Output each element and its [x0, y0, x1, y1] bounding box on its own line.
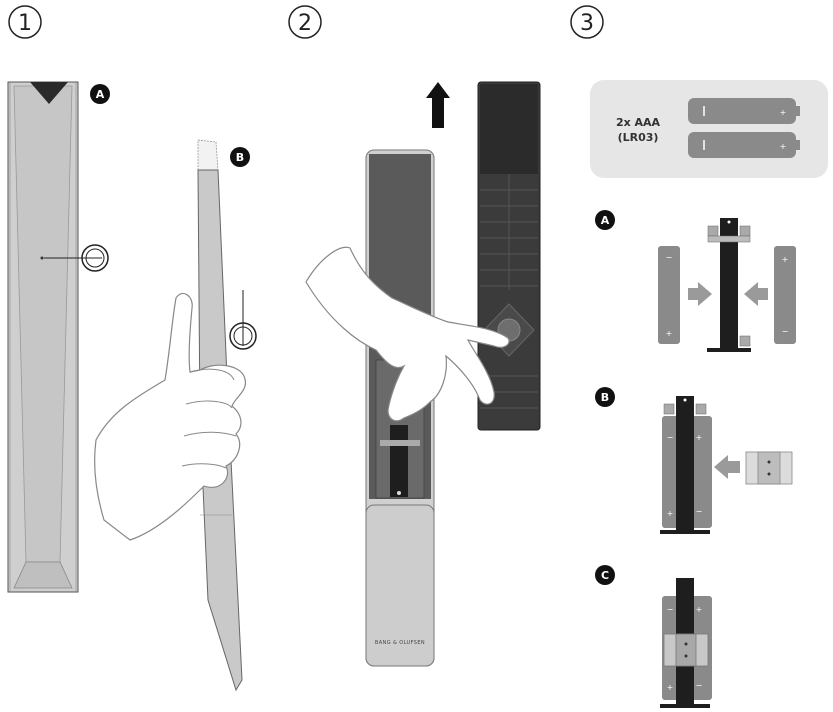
step-2-number: 2 — [298, 11, 312, 36]
battery-icon: + — [688, 132, 800, 158]
step-1-number: 1 — [18, 11, 32, 36]
svg-text:−: − — [696, 507, 703, 516]
battery-left: − + — [658, 246, 680, 344]
battery-clip — [745, 451, 793, 485]
arrow-left-icon — [714, 455, 740, 479]
side-sensor-callout — [229, 290, 257, 350]
svg-text:−: − — [782, 327, 789, 336]
badge-c-label: C — [601, 569, 609, 582]
hand-pinching-remote — [305, 246, 510, 422]
svg-text:+: + — [667, 509, 674, 518]
svg-text:+: + — [667, 683, 674, 692]
remote-front-view — [7, 81, 79, 593]
arrow-right-icon — [688, 282, 712, 306]
battery-right: + − — [774, 246, 796, 344]
svg-text:−: − — [666, 253, 673, 262]
battery-spec-box: 2x AAA (LR03) + + — [590, 80, 828, 178]
svg-text:−: − — [667, 433, 674, 442]
brand-label: BANG & OLUFSEN — [375, 640, 425, 646]
step3-badge-c: C — [595, 565, 615, 585]
touch-circle-icon — [81, 244, 109, 272]
step-1-marker: 1 — [8, 5, 42, 39]
badge-a-label: A — [96, 88, 105, 101]
svg-text:−: − — [696, 681, 703, 690]
step-2-marker: 2 — [288, 5, 322, 39]
step-3-number: 3 — [580, 11, 594, 36]
battery-compartment-closed: − + + − — [660, 578, 712, 708]
step1-badge-a: A — [90, 84, 110, 104]
front-sensor-callout — [40, 244, 109, 272]
battery-count-label: 2x AAA — [616, 116, 661, 129]
svg-text:+: + — [666, 329, 673, 338]
svg-text:+: + — [782, 255, 789, 264]
svg-text:+: + — [696, 433, 703, 442]
svg-text:+: + — [696, 605, 703, 614]
step1-badge-b: B — [230, 147, 250, 167]
battery-icon: + — [688, 98, 800, 124]
up-arrow-icon — [426, 82, 450, 128]
touch-circle-icon — [229, 322, 257, 350]
hand-holding-remote — [94, 293, 246, 541]
battery-compartment-loaded: − + + − — [660, 396, 712, 534]
sensor-triangle — [30, 82, 68, 104]
badge-b-label: B — [601, 391, 609, 404]
badge-b-label: B — [236, 151, 244, 164]
svg-text:+: + — [780, 108, 787, 117]
arrow-left-icon — [744, 282, 768, 306]
battery-type-label: (LR03) — [618, 131, 659, 144]
step3-badge-b: B — [595, 387, 615, 407]
svg-text:−: − — [667, 605, 674, 614]
battery-compartment-empty — [707, 218, 751, 352]
step3-badge-a: A — [595, 210, 615, 230]
step-3-marker: 3 — [570, 5, 604, 39]
svg-text:+: + — [780, 142, 787, 151]
badge-a-label: A — [601, 214, 610, 227]
